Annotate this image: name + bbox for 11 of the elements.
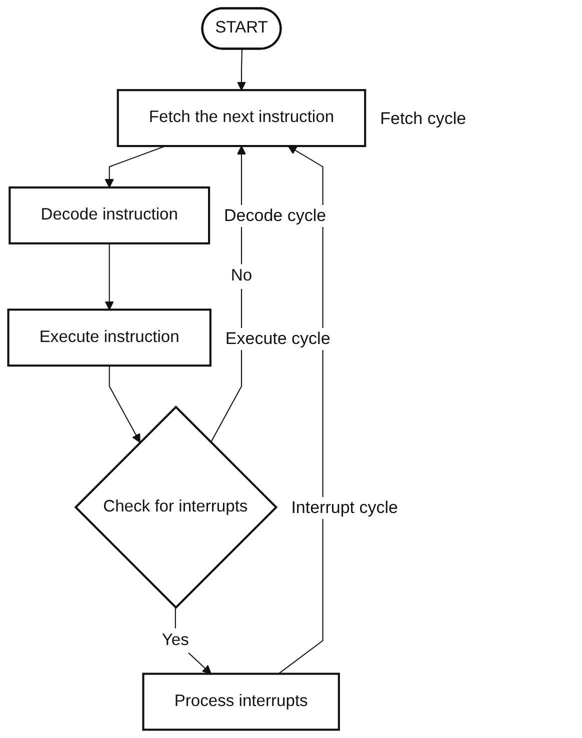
node-box: Decode instruction [8,186,210,244]
arrow [104,243,114,310]
edge-label: No [230,267,252,285]
arrow [108,366,140,443]
node-box: Process interrupts [142,672,340,731]
node-diamond: Check for interrupts [74,406,278,609]
node-box: Execute instruction [7,308,212,367]
arrow [236,49,246,91]
node-box: Fetch the next instruction [116,89,366,148]
arrow [278,146,324,674]
edge-label: Yes [162,631,189,649]
